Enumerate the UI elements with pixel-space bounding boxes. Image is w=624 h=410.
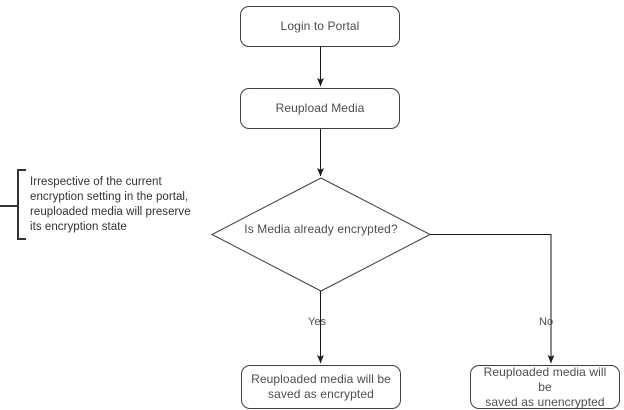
node-unencrypted-label: Reuploaded media will be saved as unencr… [483, 364, 607, 409]
node-login-to-portal[interactable]: Login to Portal [240, 6, 400, 47]
node-reupload-label: Reupload Media [275, 101, 365, 115]
note-bracket [17, 169, 26, 240]
decision-node-label: Is Media already encrypted? [244, 222, 398, 236]
edge-label-yes: Yes [308, 316, 326, 328]
edge-label-no: No [539, 316, 554, 328]
connector-no-to-unencrypted [430, 234, 555, 364]
note-callout-text: Irrespective of the current encryption s… [30, 176, 191, 233]
node-saved-as-encrypted[interactable]: Reuploaded media will be saved as encryp… [241, 365, 401, 409]
node-saved-as-unencrypted[interactable]: Reuploaded media will be saved as unencr… [470, 365, 620, 409]
node-reupload-media[interactable]: Reupload Media [240, 88, 400, 129]
node-login-label: Login to Portal [280, 19, 360, 33]
node-encrypted-label: Reuploaded media will be saved as encryp… [251, 372, 391, 401]
